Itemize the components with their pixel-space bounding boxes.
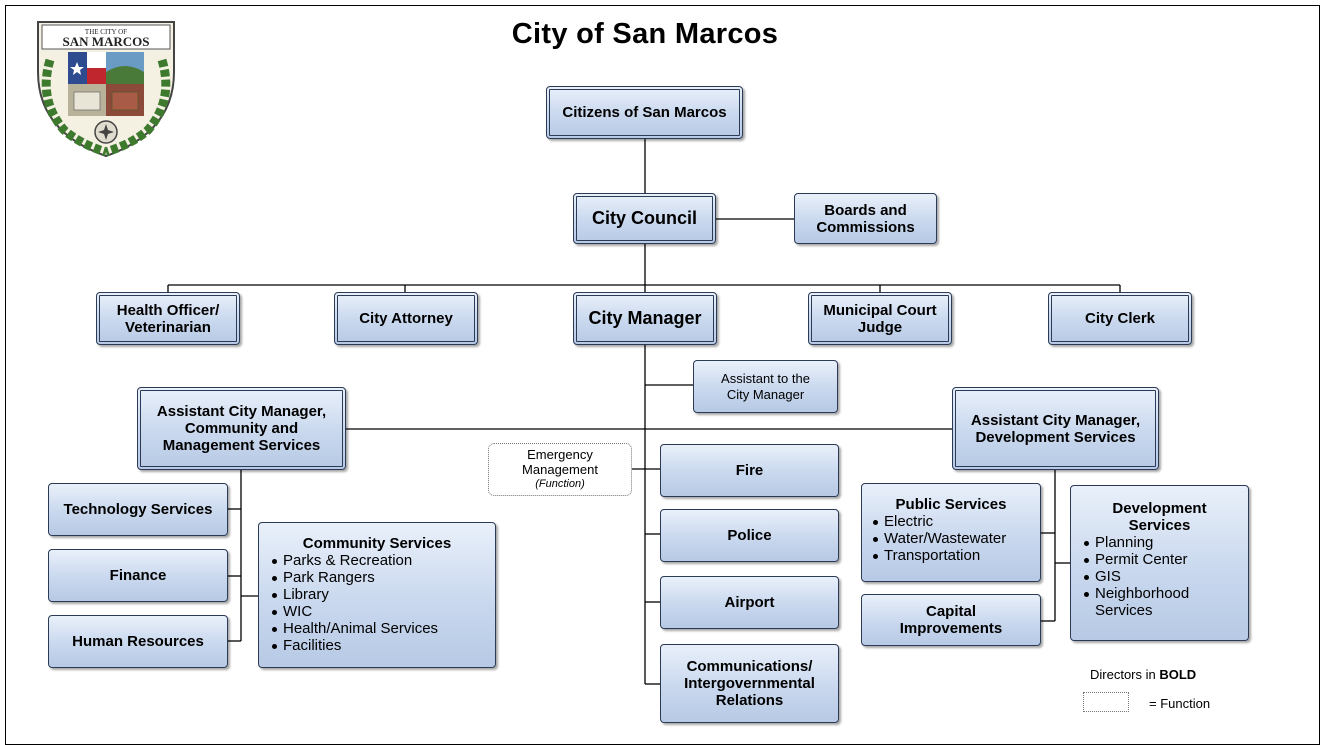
boards-commissions-box: Boards and Commissions <box>794 193 937 244</box>
capital-line1: Capital <box>925 603 976 620</box>
list-item: Neighborhood Services <box>1083 585 1236 619</box>
technology-services-box: Technology Services <box>48 483 228 536</box>
citizens-label: Citizens of San Marcos <box>562 104 727 121</box>
city-clerk-label: City Clerk <box>1084 310 1156 327</box>
city-clerk-box: City Clerk <box>1048 292 1192 345</box>
city-attorney-label: City Attorney <box>359 310 453 327</box>
finance-box: Finance <box>48 549 228 602</box>
court-label-line1: Municipal Court <box>823 301 937 319</box>
acm-dev-line1: Assistant City Manager, <box>970 411 1141 429</box>
community-services-list: Parks & Recreation Park Rangers Library … <box>271 552 438 654</box>
public-services-box: Public Services Electric Water/Wastewate… <box>861 483 1041 582</box>
list-item: Planning <box>1083 534 1236 551</box>
development-services-list: Planning Permit Center GIS Neighborhood … <box>1083 534 1236 619</box>
citizens-box: Citizens of San Marcos <box>546 86 743 139</box>
list-item: Parks & Recreation <box>271 552 438 569</box>
assistant-to-city-manager-box: Assistant to the City Manager <box>693 360 838 413</box>
health-officer-box: Health Officer/ Veterinarian <box>96 292 240 345</box>
list-item: GIS <box>1083 568 1236 585</box>
legend-function-label: = Function <box>1149 696 1211 711</box>
public-services-list: Electric Water/Wastewater Transportation <box>872 513 1006 564</box>
asst-to-manager-line2: City Manager <box>726 386 805 402</box>
city-council-label: City Council <box>591 208 697 228</box>
development-services-header-line2: Services <box>1128 517 1191 534</box>
acm-cms-line1: Assistant City Manager, <box>156 403 327 420</box>
public-services-header: Public Services <box>895 496 1007 513</box>
acm-community-management-box: Assistant City Manager, Community and Ma… <box>137 387 346 470</box>
communications-box: Communications/ Intergovernmental Relati… <box>660 644 839 723</box>
asst-to-manager-line1: Assistant to the <box>721 370 810 386</box>
comm-line3: Relations <box>715 692 784 709</box>
list-item: Transportation <box>872 547 1006 564</box>
human-resources-box: Human Resources <box>48 615 228 668</box>
development-services-header-line1: Development <box>1112 500 1207 517</box>
acm-dev-line2: Development Services <box>975 428 1136 446</box>
seal-arc-text: THE CITY OF <box>85 28 127 36</box>
finance-label: Finance <box>109 567 167 584</box>
health-label-line2: Veterinarian <box>125 318 211 336</box>
capital-improvements-box: Capital Improvements <box>861 594 1041 646</box>
list-item: Park Rangers <box>271 569 438 586</box>
list-item: Electric <box>872 513 1006 530</box>
list-item: Facilities <box>271 637 438 654</box>
list-item: Permit Center <box>1083 551 1236 568</box>
comm-line2: Intergovernmental <box>684 675 815 692</box>
acm-cms-line3: Management Services <box>162 437 321 454</box>
list-item: Library <box>271 586 438 603</box>
city-seal-logo: THE CITY OF SAN MARCOS <box>37 21 175 158</box>
police-label: Police <box>727 527 772 544</box>
human-resources-label: Human Resources <box>72 633 204 650</box>
capital-line2: Improvements <box>899 620 1003 637</box>
legend-directors: Directors in BOLD <box>1090 667 1196 682</box>
city-manager-label: City Manager <box>588 308 702 328</box>
emergency-line1: Emergency <box>527 447 593 462</box>
emergency-function-note: (Function) <box>535 478 585 490</box>
community-services-header: Community Services <box>302 535 452 552</box>
fire-label: Fire <box>735 462 764 479</box>
acm-development-services-box: Assistant City Manager, Development Serv… <box>952 387 1159 470</box>
boards-label-line2: Commissions <box>816 218 915 236</box>
list-item: Health/Animal Services <box>271 620 438 637</box>
community-services-box: Community Services Parks & Recreation Pa… <box>258 522 496 668</box>
health-label-line1: Health Officer/ <box>116 301 220 319</box>
court-label-line2: Judge <box>857 318 903 336</box>
city-council-box: City Council <box>573 193 716 244</box>
acm-cms-line2: Community and <box>184 420 299 437</box>
city-manager-box: City Manager <box>573 292 717 345</box>
chart-title: City of San Marcos <box>511 18 779 50</box>
airport-box: Airport <box>660 576 839 629</box>
legend-directors-bold: BOLD <box>1159 667 1197 682</box>
municipal-court-judge-box: Municipal Court Judge <box>808 292 952 345</box>
airport-label: Airport <box>724 594 775 611</box>
technology-services-label: Technology Services <box>63 501 213 518</box>
list-item: Water/Wastewater <box>872 530 1006 547</box>
development-services-box: Development Services Planning Permit Cen… <box>1070 485 1249 641</box>
seal-name-text: SAN MARCOS <box>62 34 149 49</box>
legend-function-swatch <box>1083 692 1129 712</box>
fire-box: Fire <box>660 444 839 497</box>
legend-directors-prefix: Directors in <box>1090 667 1160 682</box>
list-item: WIC <box>271 603 438 620</box>
police-box: Police <box>660 509 839 562</box>
emergency-management-function-box: Emergency Management (Function) <box>488 443 632 496</box>
boards-label-line1: Boards and <box>824 201 907 219</box>
comm-line1: Communications/ <box>686 658 813 675</box>
emergency-line2: Management <box>522 462 598 477</box>
city-attorney-box: City Attorney <box>334 292 478 345</box>
